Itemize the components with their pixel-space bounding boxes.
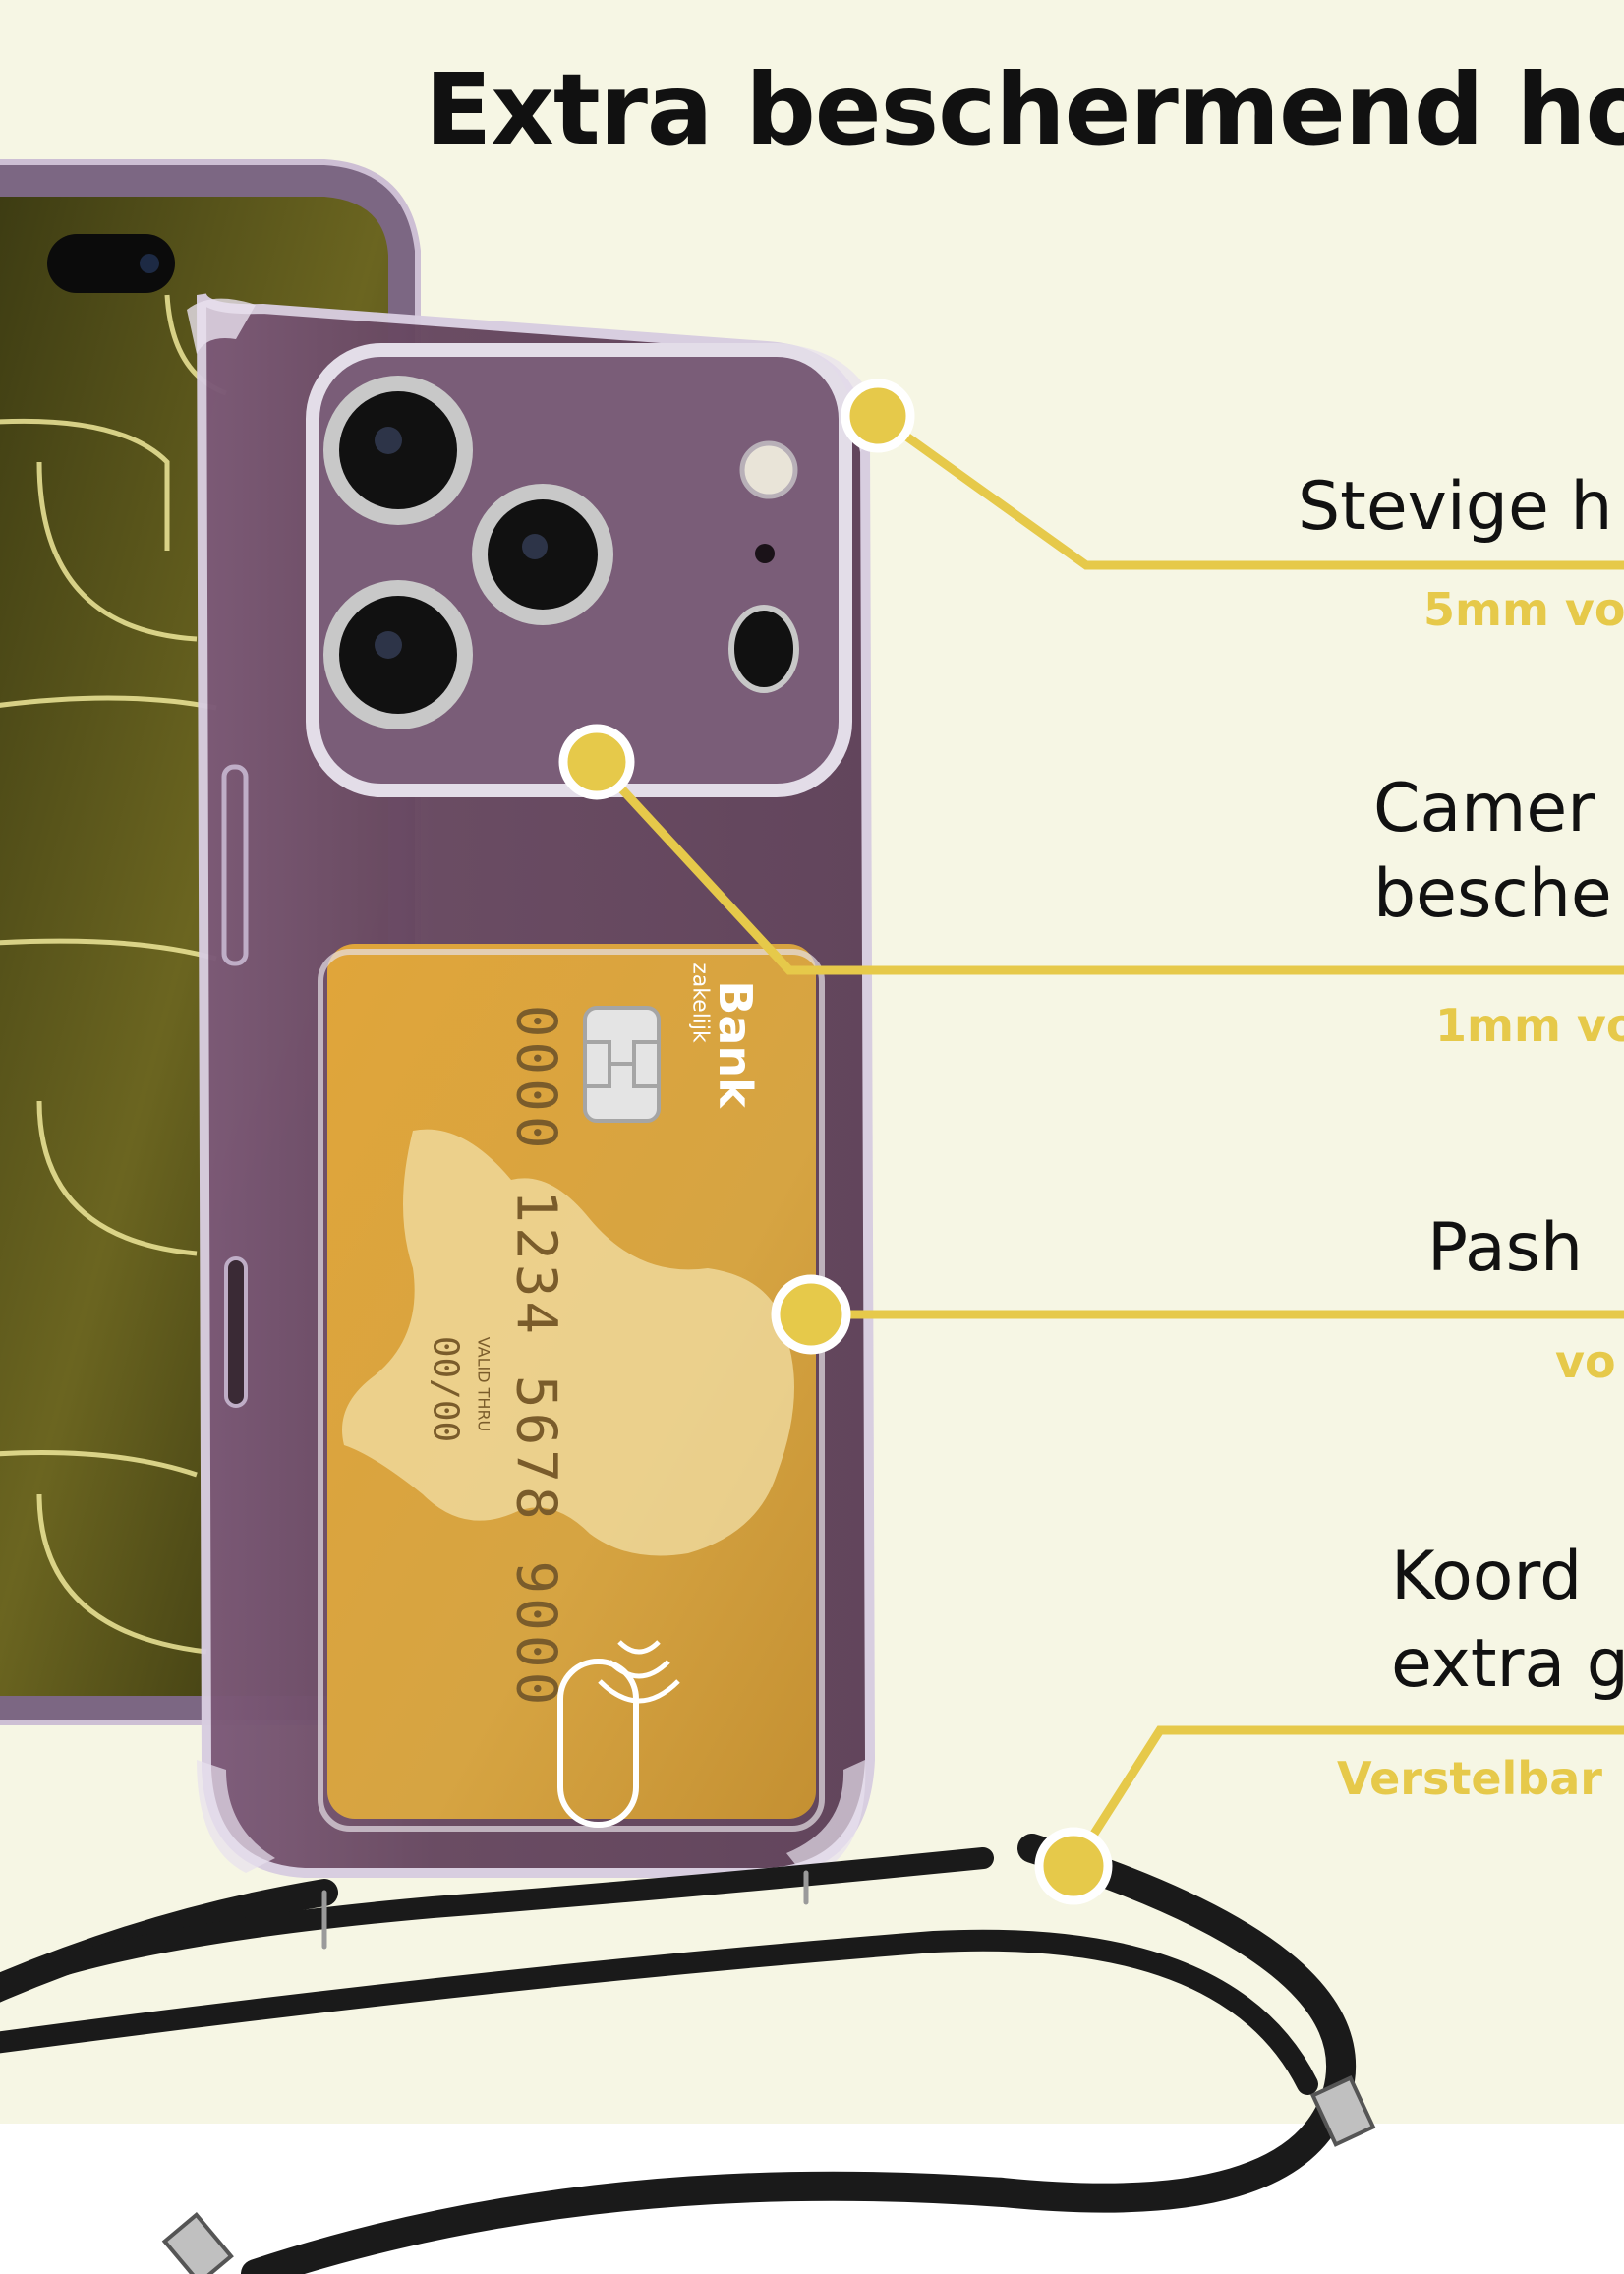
feature-subtitle-3: vo xyxy=(1555,1335,1616,1388)
camera-lens-icon xyxy=(472,484,613,625)
card-bank-name: Bank xyxy=(709,980,762,1108)
callout-lines xyxy=(593,412,1624,1869)
camera-module xyxy=(306,343,852,797)
card-number: 0000 1234 5678 9000 xyxy=(503,1004,568,1710)
card-world-map xyxy=(342,1129,794,1556)
feature-subtitle-2: 1mm vo xyxy=(1435,999,1624,1052)
feature-title-4a: Koord xyxy=(1391,1538,1583,1615)
feature-title-4b: extra g xyxy=(1391,1625,1624,1703)
card-valid-label: VALID THRU xyxy=(474,1336,493,1432)
card-bank-subtitle: zakelijk xyxy=(687,962,713,1043)
dynamic-island xyxy=(47,234,175,293)
feature-subtitle-1: 5mm vo xyxy=(1423,583,1624,636)
feature-subtitle-4: Verstelbar xyxy=(1337,1752,1602,1805)
feature-title-2a: Camer xyxy=(1373,770,1595,847)
camera-lens-icon xyxy=(323,376,473,525)
page-headline: Extra beschermend ho xyxy=(425,52,1624,167)
feature-title-3: Pash xyxy=(1427,1209,1584,1287)
card-pocket xyxy=(318,944,825,1832)
phone-cord xyxy=(0,1834,1376,2274)
flash-icon xyxy=(739,440,798,499)
camera-lens-icon xyxy=(323,580,473,729)
cord-slot xyxy=(557,1659,639,1828)
chip-icon xyxy=(583,1006,661,1123)
feature-title-1: Stevige h xyxy=(1298,468,1613,546)
callout-dot-icon xyxy=(558,379,1113,1905)
feature-title-2b: besche xyxy=(1373,855,1612,933)
card-valid-date: 00/00 xyxy=(425,1335,466,1443)
